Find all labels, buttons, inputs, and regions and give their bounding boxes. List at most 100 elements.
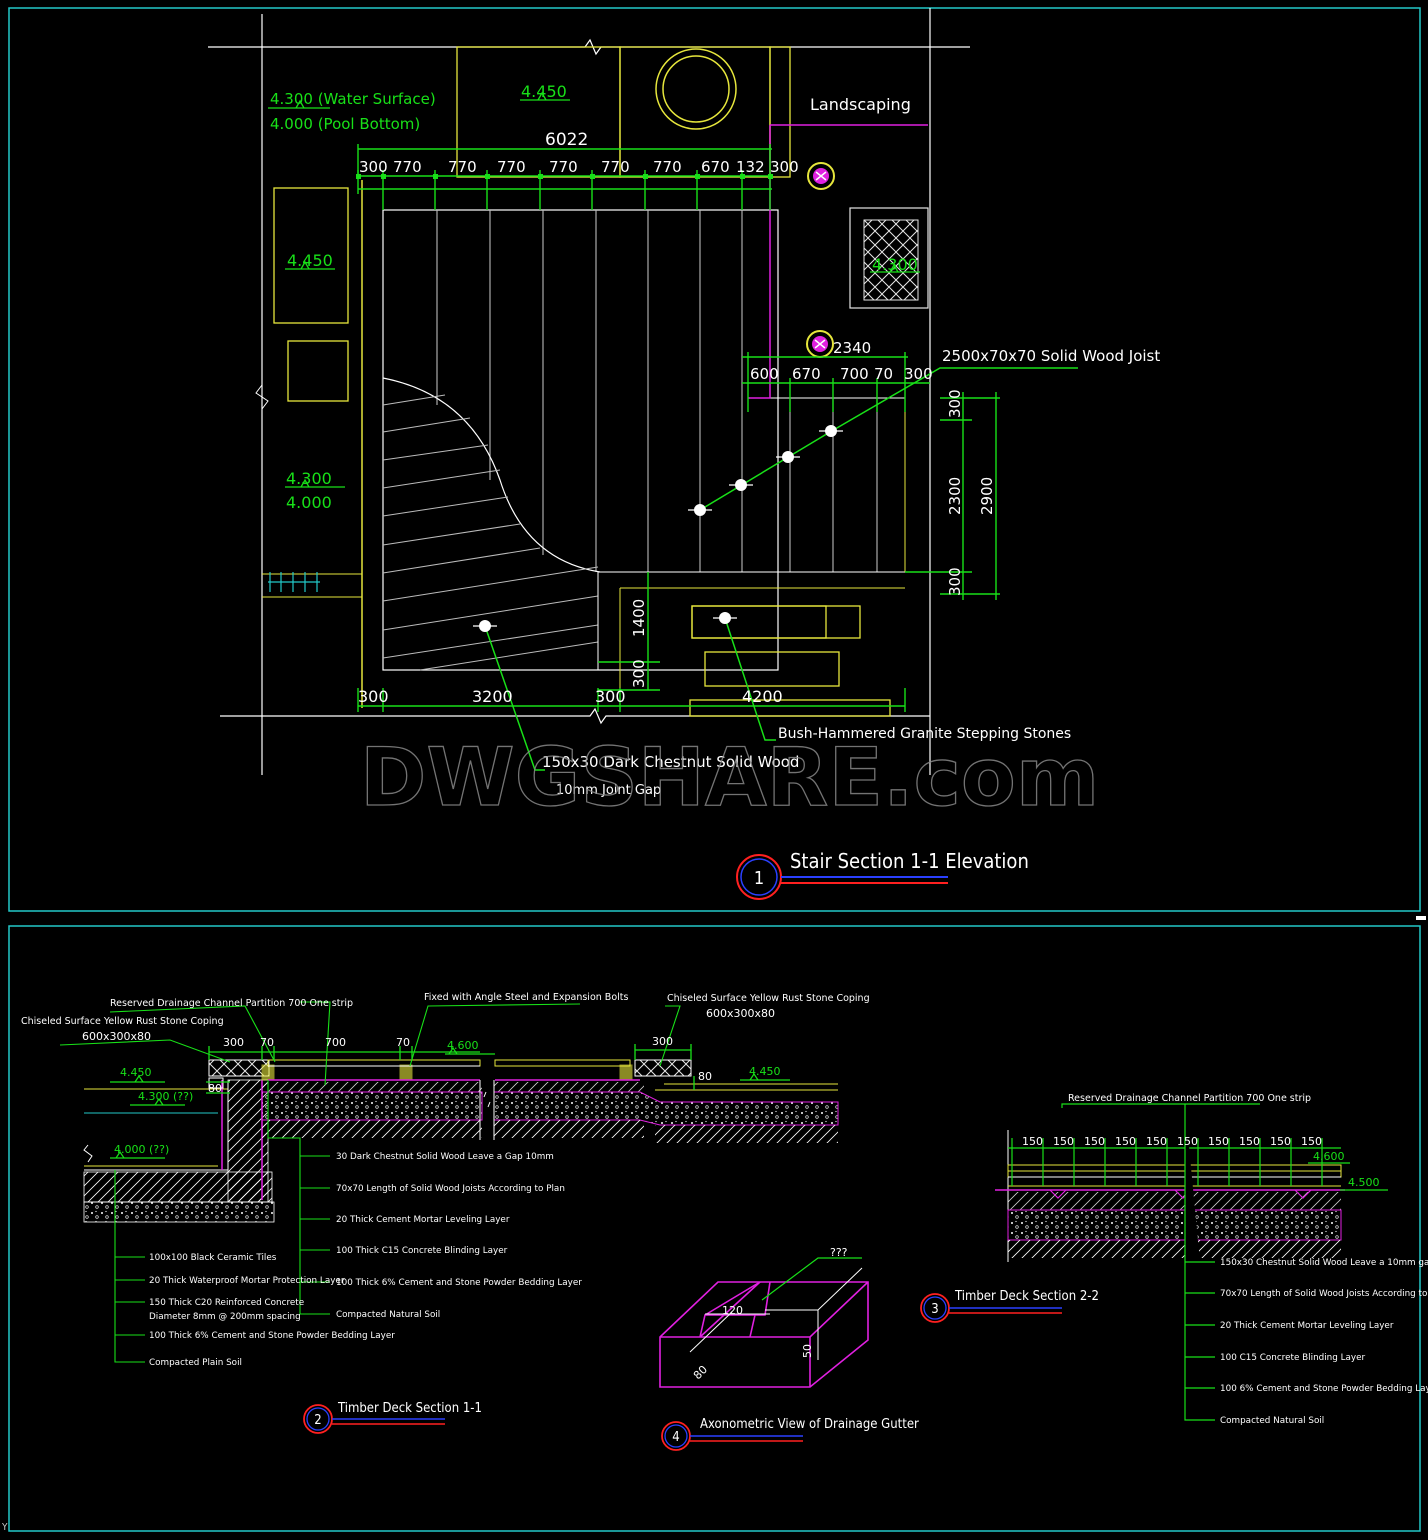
s2-callout: Compacted Natural Soil (1220, 1416, 1324, 1426)
watermark: DWGSHARE.com (360, 731, 1099, 824)
left-box-upper (273, 187, 349, 324)
s2-dim: 150 (1084, 1135, 1105, 1148)
top-dim: 770 (497, 158, 526, 176)
s2-callout: 150x30 Chestnut Solid Wood Leave a 10mm … (1220, 1258, 1428, 1268)
s1-dim: 80 (698, 1070, 712, 1083)
s2-callout: 100 6% Cement and Stone Powder Bedding L… (1220, 1384, 1428, 1394)
leader-reserved (109, 1005, 276, 1063)
title-number: 4 (672, 1430, 679, 1445)
center-dim: 1400 (630, 599, 648, 637)
title-text: Timber Deck Section 1-1 (337, 1401, 482, 1416)
top-dim: 770 (448, 158, 477, 176)
title-section-1-1: 2 Timber Deck Section 1-1 (303, 1401, 482, 1434)
right-dim: 2300 (946, 477, 964, 515)
callout-right: 100 Thick C15 Concrete Blinding Layer (336, 1246, 508, 1256)
s1-level: 4.600 (447, 1039, 479, 1052)
callout-left: 100 Thick 6% Cement and Stone Powder Bed… (149, 1331, 395, 1341)
level-left-box: 4.450 (287, 251, 333, 270)
timber-deck-section-2-2 (995, 1103, 1388, 1421)
callout-left: 150 Thick C20 Reinforced Concrete (149, 1298, 304, 1308)
s2-dim: 150 (1053, 1135, 1074, 1148)
s2-level: 4.500 (1348, 1176, 1380, 1189)
level-left-b: 4.000 (286, 493, 332, 512)
s2-top-label: Reserved Drainage Channel Partition 700 … (1068, 1093, 1311, 1104)
s2-callout: 100 C15 Concrete Blinding Layer (1220, 1353, 1366, 1363)
top-dim: 770 (393, 158, 422, 176)
bottom-break-line (220, 707, 930, 725)
level-water-surface: 4.300 (Water Surface) (270, 90, 436, 108)
frame-marker (1416, 916, 1426, 920)
s2-dim: 150 (1270, 1135, 1291, 1148)
dim-2340: 2340 (833, 339, 871, 357)
label-fixed: Fixed with Angle Steel and Expansion Bol… (424, 992, 628, 1003)
title-text: Stair Section 1-1 Elevation (790, 849, 1029, 873)
title-axonometric: 4 Axonometric View of Drainage Gutter (661, 1417, 919, 1451)
callout-right: 100 Thick 6% Cement and Stone Powder Bed… (336, 1278, 582, 1288)
title-section-2-2: 3 Timber Deck Section 2-2 (920, 1289, 1099, 1323)
stones-leader (724, 617, 776, 741)
s2-callout: 20 Thick Cement Mortar Leveling Layer (1220, 1321, 1394, 1331)
callout-right: 70x70 Length of Solid Wood Joists Accord… (336, 1184, 565, 1194)
top-dim: 300 (770, 158, 799, 176)
right-dim: 300 (946, 389, 964, 418)
s2-callout: 70x70 Length of Solid Wood Joists Accord… (1220, 1289, 1428, 1299)
chestnut-leader (484, 625, 545, 771)
bottom-dim: 4200 (742, 687, 783, 706)
s2-dim: 150 (1022, 1135, 1043, 1148)
s1-dim: 300 (223, 1036, 244, 1049)
sheet2-frame (8, 925, 1421, 1532)
title-text: Timber Deck Section 2-2 (954, 1289, 1099, 1304)
stepping-stone (691, 605, 861, 639)
joist-leader (699, 367, 1078, 511)
ucs-y-marker: Y (1, 1522, 8, 1533)
bottom-dim: 300 (595, 687, 626, 706)
title-sheet1: 1 Stair Section 1-1 Elevation (736, 849, 1029, 900)
stair-section-plan (208, 8, 1078, 775)
leader-coping-right (659, 1005, 681, 1067)
planter-circle (655, 48, 737, 130)
landscaping-label: Landscaping (810, 95, 911, 114)
s2-dim: 150 (1301, 1135, 1322, 1148)
label-coping-left: Chiseled Surface Yellow Rust Stone Copin… (21, 1016, 224, 1027)
title-number: 1 (754, 868, 764, 889)
left-box-lower (287, 340, 349, 402)
mid-dim: 670 (792, 365, 821, 383)
s2-dim: 150 (1177, 1135, 1198, 1148)
right-dim: 2900 (978, 477, 996, 515)
callout-left: 100x100 Black Ceramic Tiles (149, 1253, 277, 1263)
bottom-dim: 3200 (472, 687, 513, 706)
top-dim: 770 (653, 158, 682, 176)
axon-label: ??? (830, 1246, 848, 1259)
s2-dim: 150 (1146, 1135, 1167, 1148)
s1-level: 4.450 (749, 1065, 781, 1078)
planter-box (849, 207, 929, 309)
s1-dim: 300 (652, 1035, 673, 1048)
mid-dim: 600 (750, 365, 779, 383)
top-dim: 132 (736, 158, 765, 176)
leader-fixed (409, 1003, 581, 1067)
s2-level: 4.600 (1313, 1150, 1345, 1163)
s1-dim: 80 (208, 1082, 222, 1095)
s1-level: 4.000 (??) (114, 1143, 169, 1156)
leader-reserved2 (300, 1001, 331, 1086)
callout-right: Compacted Natural Soil (336, 1310, 440, 1320)
top-dim: 770 (549, 158, 578, 176)
right-dim: 300 (946, 567, 964, 596)
callout-left: Diameter 8mm @ 200mm spacing (149, 1312, 301, 1322)
label-coping-left-size: 600x300x80 (82, 1030, 151, 1043)
tree-symbol (806, 330, 834, 358)
sheet1-frame (8, 7, 1421, 912)
callout-left: 20 Thick Waterproof Mortar Protection La… (149, 1276, 345, 1286)
level-right-box: 4.300 (872, 255, 918, 274)
axon-dim: 120 (722, 1304, 743, 1317)
s1-level: 4.450 (120, 1066, 152, 1079)
center-dim: 300 (630, 659, 648, 688)
top-dim: 770 (601, 158, 630, 176)
title-number: 2 (314, 1413, 321, 1428)
total-width-dim: 6022 (545, 130, 588, 150)
label-reserved: Reserved Drainage Channel Partition 700 … (110, 998, 353, 1009)
s2-dim: 150 (1208, 1135, 1229, 1148)
joist-label: 2500x70x70 Solid Wood Joist (942, 347, 1160, 365)
